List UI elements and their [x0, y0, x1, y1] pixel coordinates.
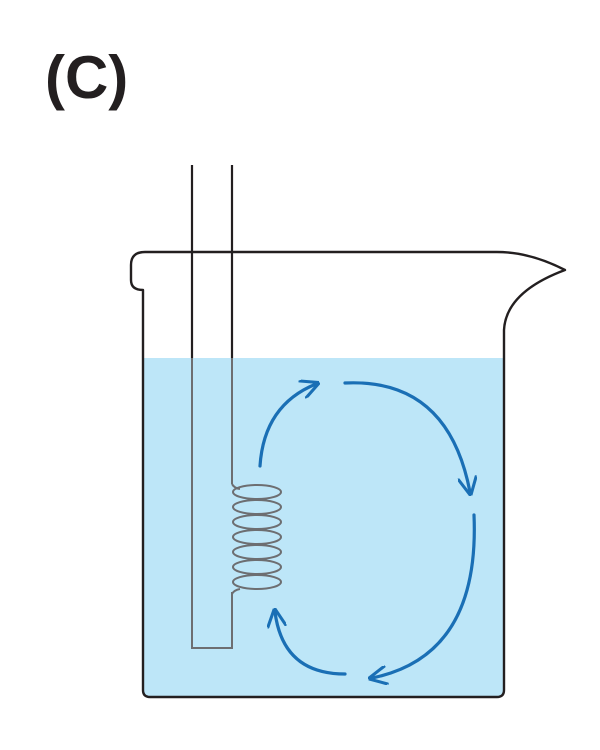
convection-arrows [258, 381, 476, 678]
tube-submerged [191, 358, 233, 649]
heating-coil [231, 483, 282, 595]
water-fill [143, 358, 504, 697]
arrow-descending [372, 513, 476, 678]
arrow-bottom [275, 612, 347, 676]
arrow-rising [258, 384, 316, 468]
tube-above-water [190, 165, 234, 358]
arrow-top [343, 381, 470, 492]
beaker-outline [129, 250, 567, 699]
panel-label: (C) [45, 44, 129, 111]
